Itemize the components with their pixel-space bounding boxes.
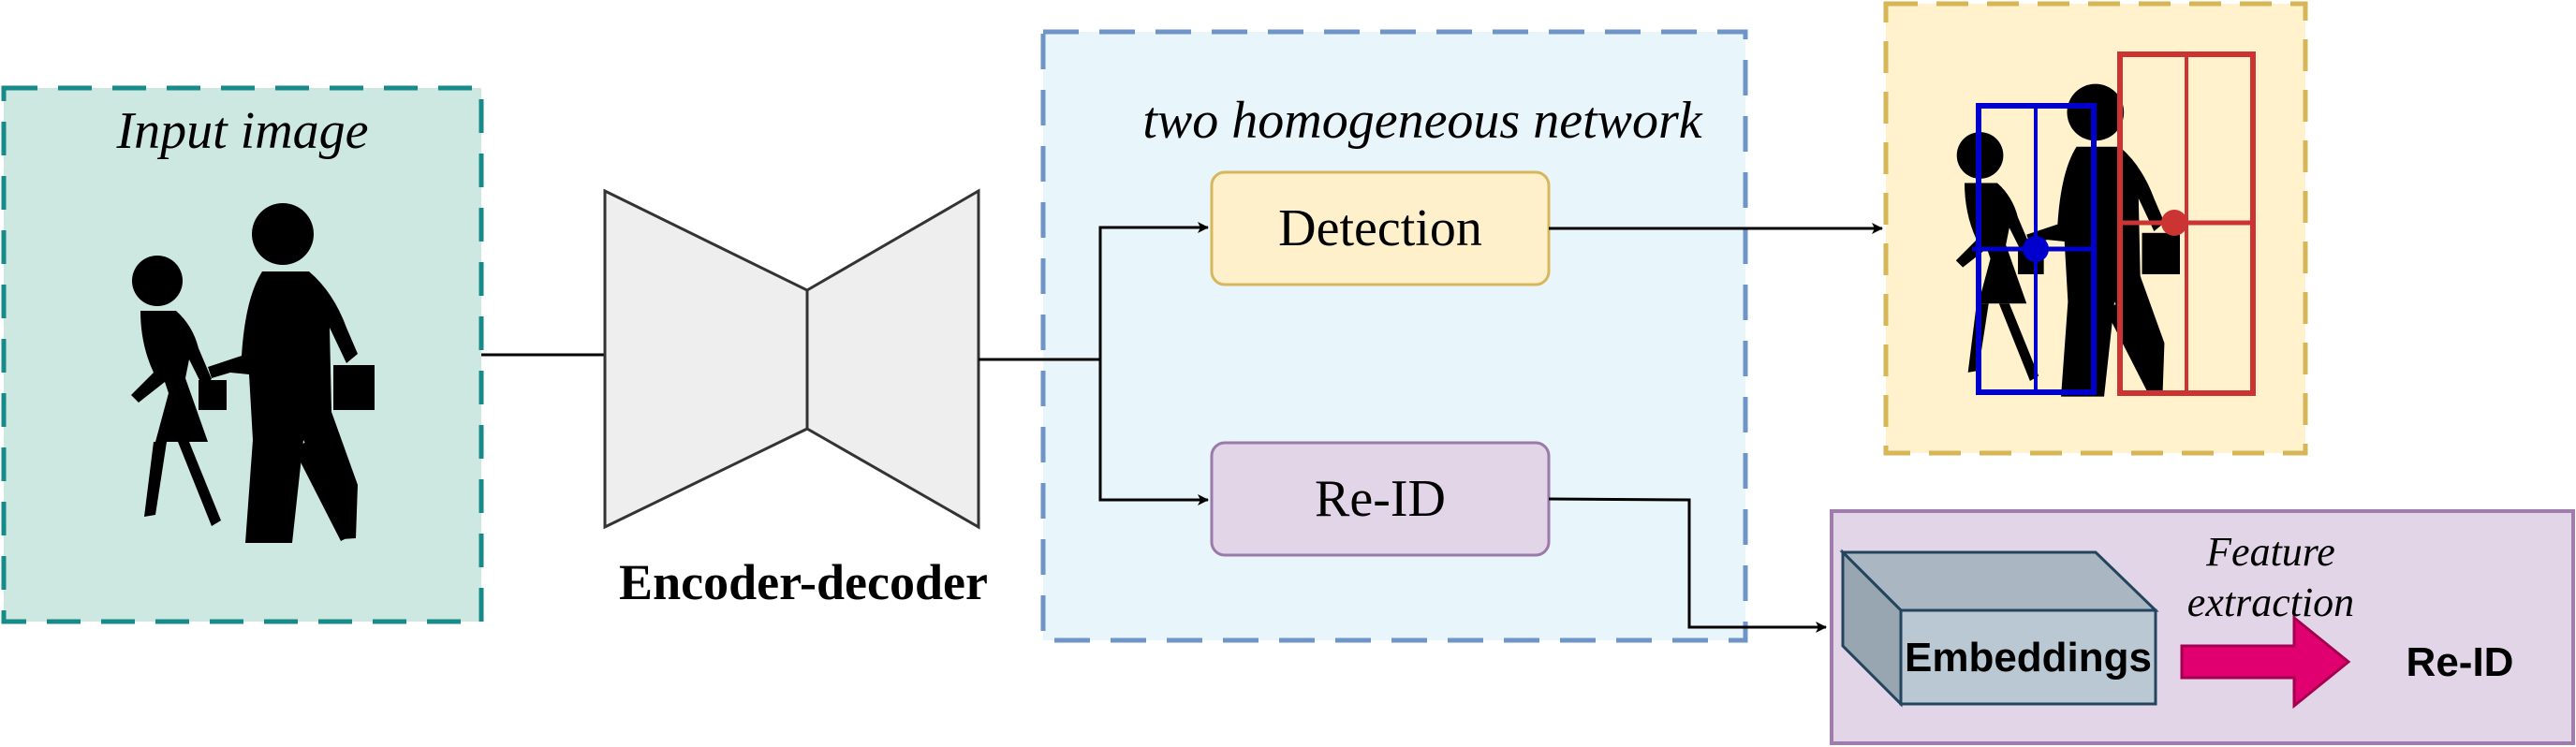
detection-label: Detection (1278, 199, 1482, 257)
feature-extraction-label-line2: extraction (2187, 579, 2354, 625)
encoder-decoder-label: Encoder-decoder (619, 554, 988, 610)
arrow-to-detection (1098, 222, 1209, 359)
input-image-label: Input image (115, 102, 368, 160)
bounding-box-child (1972, 103, 2097, 395)
feature-extraction-label-line1: Feature (2205, 529, 2335, 575)
cuboid-icon (1839, 549, 2159, 708)
embeddings-label: Embeddings (1905, 635, 2152, 681)
reid-label: Re-ID (1315, 470, 1446, 528)
arrow-reid-embeddings (1548, 497, 1827, 633)
reid-output-label: Re-ID (2407, 639, 2514, 685)
encoder-shape (603, 188, 809, 530)
network-panel-label: two homogeneous network (1142, 92, 1702, 150)
arrow-to-reid (1098, 359, 1209, 505)
bounding-box-adult (2117, 51, 2256, 396)
arrow-right-icon (2180, 614, 2351, 710)
decoder-shape (805, 188, 980, 530)
